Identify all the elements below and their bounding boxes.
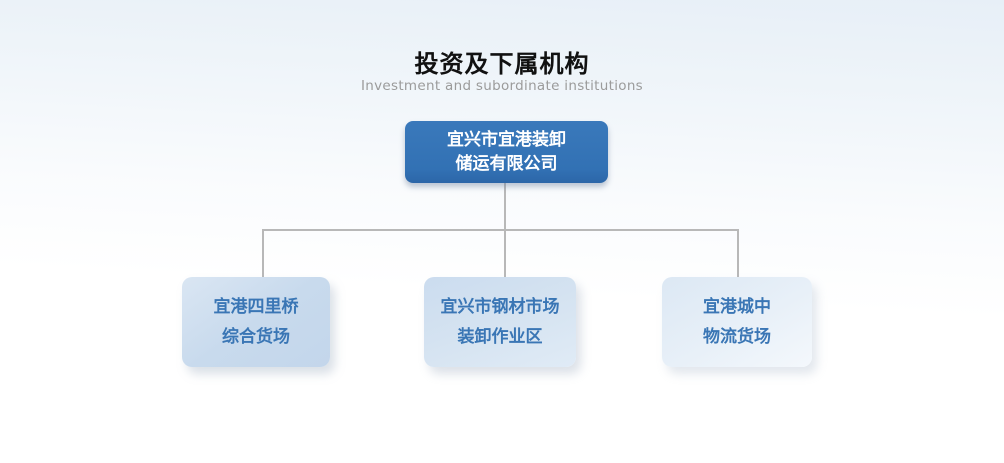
org-node-line1: 宜兴市钢材市场	[440, 297, 560, 317]
org-node-silipqiao-yard: 宜港四里桥 综合货场	[182, 277, 330, 367]
connector-right-vertical	[737, 229, 739, 277]
connector-horizontal	[262, 229, 739, 231]
org-node-root-line2: 储运有限公司	[455, 154, 558, 174]
org-node-chengzhong-logistics: 宜港城中 物流货场	[662, 277, 812, 367]
org-node-line1: 宜港城中	[703, 297, 771, 317]
org-node-line2: 综合货场	[222, 327, 290, 347]
org-node-line2: 装卸作业区	[457, 327, 543, 347]
page-subtitle: Investment and subordinate institutions	[360, 78, 644, 94]
org-node-root: 宜兴市宜港装卸 储运有限公司	[405, 121, 608, 183]
org-node-line2: 物流货场	[703, 327, 771, 347]
connector-left-vertical	[262, 229, 264, 277]
page-title: 投资及下属机构	[414, 50, 590, 78]
org-node-root-line1: 宜兴市宜港装卸	[447, 130, 566, 150]
org-node-steel-market-area: 宜兴市钢材市场 装卸作业区	[424, 277, 576, 367]
org-node-line1: 宜港四里桥	[213, 297, 299, 317]
